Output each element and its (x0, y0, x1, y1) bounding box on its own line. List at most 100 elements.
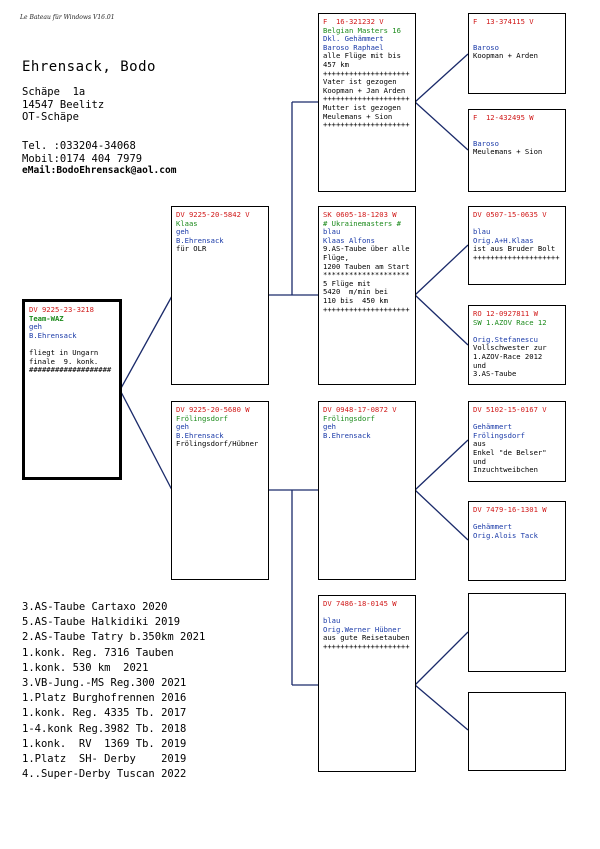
pigeon-name: Team-WAZ (29, 313, 64, 323)
note-line: ++++++++++++++++++++ (473, 252, 560, 262)
ring-number: F 12-432495 W (473, 113, 534, 122)
breeder: B.Ehrensack (323, 430, 371, 440)
pigeon-card-maternal-grandfather[interactable]: DV 0948-17-0872 V Frölingsdorf geh B.Ehr… (318, 401, 416, 580)
note-line: finale 9. konk. (29, 356, 99, 366)
pigeon-color: Gehämmert (473, 522, 512, 532)
breeder: Orig.Stefanescu (473, 334, 538, 344)
pigeon-color: Gehämmert (473, 422, 512, 432)
pigeon-color: geh (323, 422, 336, 432)
note-line: 110 bis 450 km (323, 295, 388, 305)
note-line: und (473, 360, 486, 370)
spacer (473, 27, 561, 36)
pigeon-card-father[interactable]: DV 9225-20-5842 V Klaas geh B.Ehrensack … (171, 206, 269, 385)
ring-number: DV 7479-16-1301 W (473, 505, 547, 514)
note-line: Vater ist gezogen (323, 77, 397, 87)
note-line: Meulemans + Sion (473, 147, 543, 157)
note-line: alle Flüge mit bis (323, 51, 401, 61)
pigeon-name: Frölingsdorf (323, 413, 375, 423)
note-line: ******************** (323, 270, 410, 280)
breeder: Orig.Werner Hübner (323, 624, 401, 634)
breeder: Baroso (473, 138, 499, 148)
pigeon-card-ggp-mff[interactable]: DV 5102-15-0167 V Gehämmert Frölingsdorf… (468, 401, 566, 482)
note-line: Mutter ist gezogen (323, 102, 401, 112)
address-line-3: OT-Schäpe (22, 111, 79, 123)
pigeon-card-main[interactable]: DV 9225-23-3218 Team-WAZ geh B.Ehrensack… (22, 299, 122, 480)
note-line: Inzuchtweibchen (473, 465, 538, 475)
results-list: 3.AS-Taube Cartaxo 2020 5.AS-Taube Halki… (22, 600, 205, 782)
breeder: Orig.Alois Tack (473, 530, 538, 540)
result-item: 1.konk. RV 1369 Tb. 2019 (22, 737, 187, 750)
note-line: 3.AS-Taube (473, 369, 517, 379)
email[interactable]: eMail:BodoEhrensack@aol.com (22, 165, 177, 176)
result-item: 3.AS-Taube Cartaxo 2020 (22, 601, 168, 613)
pigeon-card-ggp-mmf-empty[interactable] (468, 593, 566, 672)
note-line: und (473, 456, 486, 466)
pigeon-card-paternal-grandmother[interactable]: SK 0605-18-1203 W # Ukrainemasters # bla… (318, 206, 416, 385)
pigeon-color: blau (323, 227, 341, 237)
phone: Tel. :033204-34068 (22, 140, 136, 152)
note-line: aus gute Reisetauben (323, 633, 410, 643)
breeder: Orig.A+H.Klaas (473, 235, 534, 245)
ring-number: F 13-374115 V (473, 17, 534, 26)
owner-name: Ehrensack, Bodo (22, 59, 156, 75)
note-line: 5 Flüge mit (323, 278, 371, 288)
result-item: 1.Platz SH- Derby 2019 (22, 753, 187, 766)
mobile: Mobil:0174 404 7979 (22, 152, 143, 165)
pigeon-card-ggp-fff[interactable]: F 13-374115 V Baroso Koopman + Arden (468, 13, 566, 94)
note-line: Enkel "de Belser" (473, 447, 547, 457)
pigeon-name: # Ukrainemasters # (323, 218, 401, 228)
ring-number: DV 9225-23-3218 (29, 305, 94, 314)
pigeon-name: Frölingsdorf (176, 413, 228, 423)
breeder: B.Ehrensack (29, 330, 77, 340)
breeder: Baroso (473, 42, 499, 52)
address-line-2: 14547 Beelitz (22, 98, 105, 111)
breeder: Frölingsdorf (473, 430, 525, 440)
note-line: 5420 m/min bei (323, 287, 388, 297)
address-line-1: Schäpe 1a (22, 86, 86, 98)
pigeon-card-ggp-fmf[interactable]: DV 0507-15-0635 V blau Orig.A+H.Klaas is… (468, 206, 566, 285)
note-line: für OLR (176, 244, 207, 254)
ring-number: DV 5102-15-0167 V (473, 405, 547, 414)
pigeon-card-maternal-grandmother[interactable]: DV 7486-18-0145 W blau Orig.Werner Hübne… (318, 595, 416, 772)
pigeon-color: blau (473, 227, 491, 237)
pigeon-card-paternal-grandfather[interactable]: F 16-321232 V Belgian Masters 16 Dkl. Ge… (318, 13, 416, 192)
result-item: 4..Super-Derby Tuscan 2022 (22, 768, 187, 781)
result-item: 1.konk. Reg. 4335 Tb. 2017 (22, 707, 187, 720)
ring-number: RO 12-0927811 W (473, 309, 538, 318)
note-line: aus (473, 439, 486, 449)
pigeon-card-ggp-mmm-empty[interactable] (468, 692, 566, 771)
result-item: 1.konk. Reg. 7316 Tauben (22, 646, 174, 659)
pigeon-card-ggp-ffm[interactable]: F 12-432495 W Baroso Meulemans + Sion (468, 109, 566, 192)
ring-number: DV 9225-20-5680 W (176, 405, 250, 414)
note-line: ++++++++++++++++++++ (323, 641, 410, 651)
ring-number: DV 0948-17-0872 V (323, 405, 397, 414)
result-item: 1-4.konk Reg.3982 Tb. 2018 (22, 722, 187, 735)
result-item: 1.konk. 530 km 2021 (22, 661, 149, 674)
connector-main-father (119, 295, 173, 391)
ring-number: F 16-321232 V (323, 17, 384, 26)
result-item: 5.AS-Taube Halkidiki 2019 (22, 616, 181, 629)
breeder: Klaas Alfons (323, 235, 375, 245)
pigeon-color: geh (176, 422, 189, 432)
result-item: 2.AS-Taube Tatry b.350km 2021 (22, 631, 206, 644)
note-line: fliegt in Ungarn (29, 347, 99, 357)
note-line: ++++++++++++++++++++ (323, 304, 410, 314)
note-line: 457 km (323, 59, 349, 69)
note-line: Frölingsdorf/Hübner (176, 439, 259, 449)
note-line: ++++++++++++++++++++ (323, 120, 410, 130)
pigeon-card-ggp-mfm[interactable]: DV 7479-16-1301 W Gehämmert Orig.Alois T… (468, 501, 566, 581)
note-line: ++++++++++++++++++++ (323, 94, 410, 104)
pigeon-card-mother[interactable]: DV 9225-20-5680 W Frölingsdorf geh B.Ehr… (171, 401, 269, 580)
pigeon-color: blau (323, 616, 341, 626)
note-line: ist aus Bruder Bolt (473, 244, 556, 254)
note-line: Koopman + Jan Arden (323, 85, 406, 95)
ring-number: DV 0507-15-0635 V (473, 210, 547, 219)
owner-address: Schäpe 1a 14547 Beelitz OT-Schäpe (22, 86, 104, 124)
app-title: Le Bateau für Windows V16.01 (20, 14, 115, 21)
result-item: 3.VB-Jung.-MS Reg.300 2021 (22, 677, 187, 690)
pigeon-card-ggp-fmm[interactable]: RO 12-0927811 W SW 1.AZOV Race 12 Orig.S… (468, 305, 566, 385)
pigeon-name: SW 1.AZOV Race 12 (473, 317, 547, 327)
note-line: 9.AS-Taube über alle (323, 244, 410, 254)
ring-number: SK 0605-18-1203 W (323, 210, 397, 219)
pigeon-color: geh (176, 227, 189, 237)
